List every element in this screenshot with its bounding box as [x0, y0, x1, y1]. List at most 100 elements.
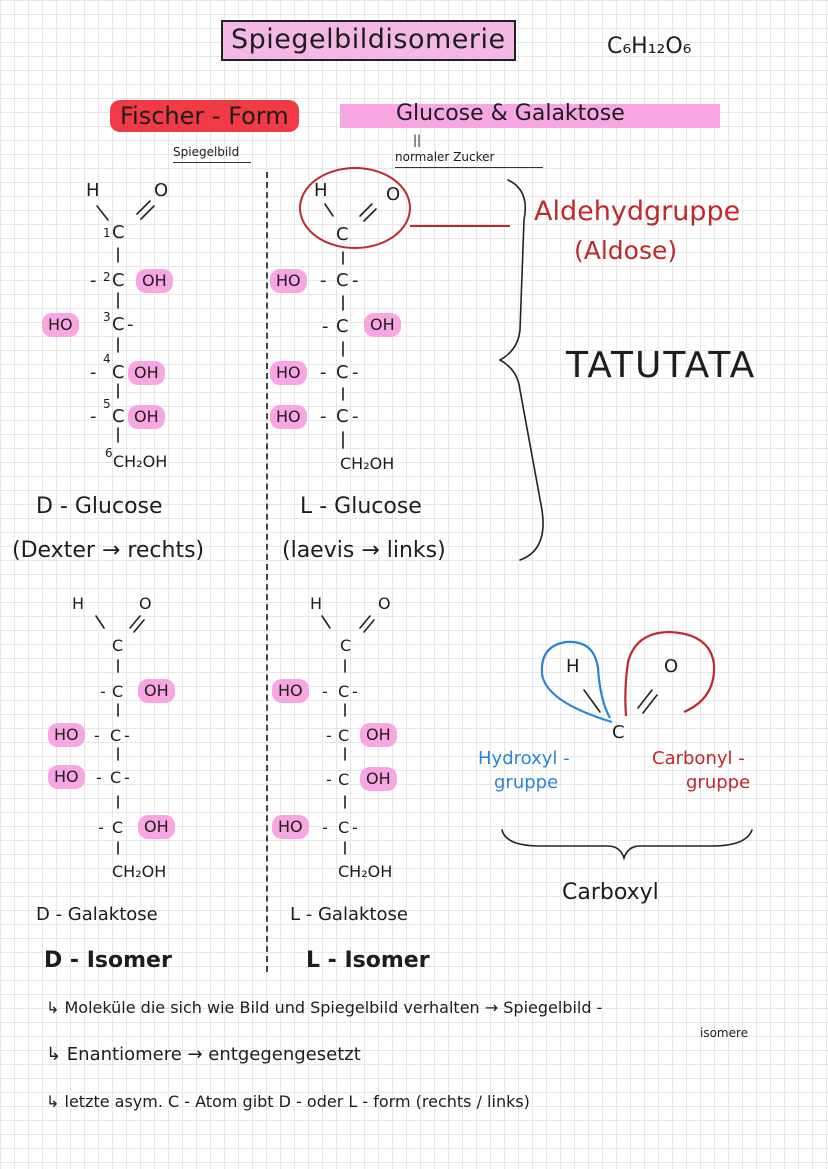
l-galaktose-row-2-oh: OH: [360, 723, 397, 747]
normal-sugar-underline: [395, 167, 543, 168]
l-galaktose-o: O: [378, 594, 391, 613]
d-glucose-num-5: 5: [103, 397, 111, 411]
d-galaktose-row-3-c: C: [110, 768, 122, 787]
d-glucose-bond-o-2: [140, 205, 155, 220]
d-galaktose-o: O: [139, 594, 152, 613]
d-galaktose-row-4-oh: OH: [138, 815, 175, 839]
hydroxyl-label-2: gruppe: [494, 772, 559, 793]
d-glucose-o: O: [154, 180, 169, 201]
l-glucose-row-4-c: C: [336, 406, 349, 427]
l-galaktose-row-1-right: -: [352, 682, 358, 701]
page-title: Spiegelbildisomerie: [231, 24, 506, 55]
groups-c: C: [612, 722, 625, 743]
l-galaktose-row-1-ho: HO: [272, 679, 309, 703]
l-galaktose-name: L - Galaktose: [290, 904, 408, 925]
note-3: ↳ letzte asym. C - Atom gibt D - oder L …: [46, 1092, 530, 1111]
l-galaktose-row-3-left: -: [326, 770, 332, 789]
d-glucose-num-3: 3: [103, 310, 111, 324]
d-galaktose-row-3-ho: HO: [48, 765, 85, 789]
sugars-label: Glucose & Galaktose: [396, 101, 625, 126]
groups-bond-o-2: [642, 694, 658, 714]
l-glucose-o: O: [386, 184, 401, 205]
d-galaktose-row-3-right: -: [124, 768, 130, 787]
d-galaktose-row-4-left: -: [98, 818, 104, 837]
d-galaktose-row-2-right: -: [124, 726, 130, 745]
l-glucose-row-4-right: -: [352, 406, 359, 427]
l-glucose-c1: C: [336, 224, 349, 245]
d-galaktose-end: CH₂OH: [112, 862, 167, 881]
title-box: Spiegelbildisomerie: [221, 20, 516, 61]
d-glucose-row-3-ho: HO: [42, 313, 79, 337]
d-glucose-row-5-oh: OH: [128, 405, 165, 429]
l-galaktose-bond-o-2: [363, 619, 375, 633]
note-1-extra: isomere: [700, 1026, 749, 1040]
l-glucose-row-4-ho: HO: [270, 405, 307, 429]
l-galaktose-row-4-dash: -: [322, 818, 328, 837]
aldehyd-circle: [299, 167, 411, 249]
l-galaktose-row-4-ho: HO: [272, 815, 309, 839]
d-glucose-desc: (Dexter → rechts): [12, 538, 205, 563]
carboxyl-label: Carboxyl: [562, 880, 659, 905]
l-glucose-row-1-ho: HO: [270, 269, 307, 293]
note-2: ↳ Enantiomere → entgegengesetzt: [46, 1044, 361, 1065]
d-galaktose-row-1-left: -: [100, 682, 106, 701]
l-galaktose-row-3-oh: OH: [360, 767, 397, 791]
fischer-form-label: Fischer - Form: [110, 100, 299, 132]
d-glucose-name: D - Glucose: [36, 494, 163, 519]
groups-bond-o-1: [637, 689, 653, 709]
d-glucose-row-4-oh: OH: [128, 361, 165, 385]
d-glucose-row-4-left: -: [90, 362, 97, 383]
l-glucose-row-1-dash: -: [320, 270, 327, 291]
d-galaktose-row-3-dash: -: [96, 768, 102, 787]
d-glucose-row-2-c: C: [112, 270, 125, 291]
d-glucose-c1: C: [112, 222, 125, 243]
l-galaktose-bond-o-1: [359, 615, 371, 629]
l-galaktose-row-1-c: C: [338, 682, 350, 701]
d-glucose-row-5-c: C: [112, 406, 125, 427]
l-galaktose-row-2-c: C: [338, 726, 350, 745]
l-glucose-row-1-c: C: [336, 270, 349, 291]
d-glucose-c1-num: 1: [103, 226, 111, 240]
l-glucose-row-3-dash: -: [320, 362, 327, 383]
l-galaktose-c1: C: [340, 636, 352, 655]
d-galaktose-row-2-ho: HO: [48, 723, 85, 747]
l-galaktose-row-4-c: C: [338, 818, 350, 837]
carbonyl-label-1: Carbonyl -: [652, 748, 745, 769]
l-glucose-bond-h: [324, 203, 334, 217]
d-galaktose-row-1-oh: OH: [138, 679, 175, 703]
d-glucose-num-4: 4: [103, 352, 111, 366]
d-glucose-num-2: 2: [103, 270, 111, 284]
d-galaktose-c1: C: [112, 636, 124, 655]
l-galaktose-h: H: [310, 594, 323, 613]
l-galaktose-row-2-left: -: [326, 726, 332, 745]
aldehyd-label: Aldehydgruppe: [534, 196, 741, 227]
l-glucose-row-2-left: -: [322, 316, 329, 337]
hydroxyl-label-1: Hydroxyl -: [478, 748, 570, 769]
d-galaktose-row-4-c: C: [112, 818, 124, 837]
d-galaktose-h: H: [72, 594, 85, 613]
big-brace: [498, 179, 544, 561]
note-1: ↳ Moleküle die sich wie Bild und Spiegel…: [46, 998, 603, 1017]
l-glucose-bond-o-1: [359, 203, 373, 217]
l-galaktose-end: CH₂OH: [338, 862, 393, 881]
l-glucose-row-4-dash: -: [320, 406, 327, 427]
d-glucose-row-5-left: -: [90, 406, 97, 427]
l-galaktose-row-4-right: -: [352, 818, 358, 837]
d-galaktose-row-2-c: C: [110, 726, 122, 745]
d-galaktose-row-2-dash: -: [94, 726, 100, 745]
l-glucose-row-3-ho: HO: [270, 361, 307, 385]
groups-bond-h: [583, 689, 601, 713]
hydroxyl-loop: [540, 640, 613, 724]
d-glucose-row-4-c: C: [112, 362, 125, 383]
l-glucose-end: CH₂OH: [340, 454, 395, 473]
groups-o: O: [664, 656, 679, 677]
bottom-brace: [501, 829, 753, 861]
d-glucose-bond-h: [96, 205, 109, 221]
d-glucose-row-3-c: C: [112, 314, 125, 335]
l-glucose-row-3-c: C: [336, 362, 349, 383]
groups-h: H: [566, 656, 580, 677]
subtitle-highlight: [340, 104, 720, 128]
l-isomer-label: L - Isomer: [306, 948, 430, 973]
d-isomer-label: D - Isomer: [44, 948, 172, 973]
l-galaktose-row-3-c: C: [338, 770, 350, 789]
